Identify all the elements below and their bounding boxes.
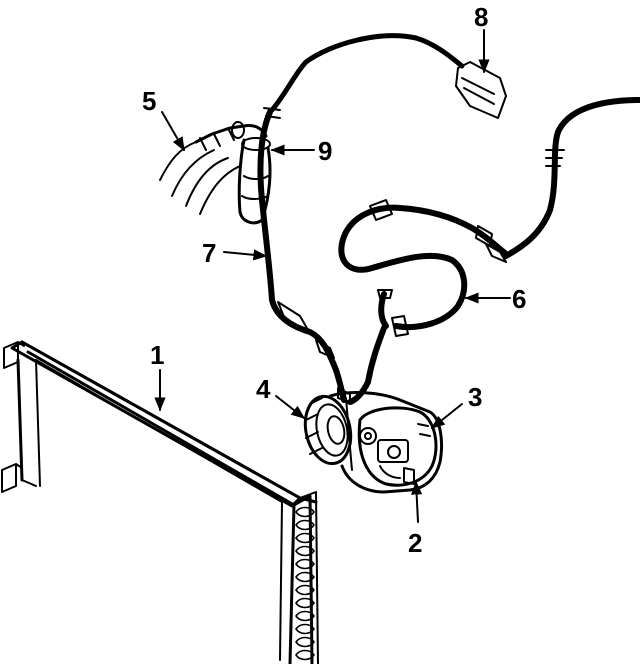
callout-8: 8	[474, 2, 488, 32]
callout-4: 4	[256, 374, 271, 404]
callout-3: 3	[468, 382, 482, 412]
condenser-fin	[295, 649, 315, 661]
condenser-fin	[295, 636, 315, 648]
condenser-fin	[295, 623, 315, 635]
condenser-fin	[295, 506, 315, 518]
condenser-fin	[295, 584, 315, 596]
condenser-fin	[295, 545, 315, 557]
callout-labels: 1 2 3 4 5 6 7 8 9	[142, 2, 526, 558]
condenser-fin	[295, 532, 315, 544]
condenser-fin	[295, 558, 315, 570]
callout-leaders	[154, 29, 511, 523]
compressor	[303, 391, 444, 494]
condenser-fin	[295, 610, 315, 622]
condenser-fin	[295, 571, 315, 583]
callout-6: 6	[512, 284, 526, 314]
callout-2: 2	[408, 528, 422, 558]
condenser-fins	[295, 506, 315, 661]
callout-7: 7	[202, 238, 216, 268]
condenser-fin	[295, 519, 315, 531]
callout-1: 1	[150, 340, 164, 370]
condenser-fin	[295, 597, 315, 609]
callout-9: 9	[318, 136, 332, 166]
callout-5: 5	[142, 86, 156, 116]
condenser	[1, 340, 319, 664]
refrigerant-lines	[159, 33, 640, 405]
